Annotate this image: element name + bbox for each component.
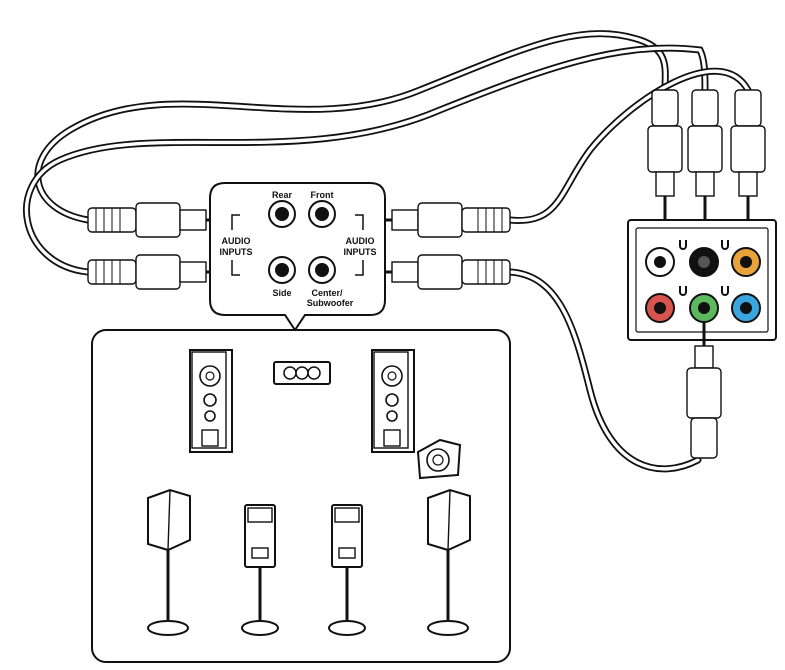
panel-plug-bottom xyxy=(686,322,722,459)
jack-rear[interactable] xyxy=(268,200,296,228)
cable-side-inner xyxy=(24,46,707,274)
panel-jack-green[interactable] xyxy=(689,293,719,323)
label-audio-inputs-left-1: AUDIO xyxy=(222,236,251,246)
subwoofer xyxy=(416,438,462,480)
panel-marks xyxy=(679,240,729,296)
rear-left-speaker xyxy=(241,504,279,636)
rear-right-speaker xyxy=(328,504,366,636)
speaker-layout-box xyxy=(91,329,511,663)
label-front: Front xyxy=(311,190,334,200)
front-left-speaker xyxy=(189,349,233,453)
jack-front[interactable] xyxy=(308,200,336,228)
rca-plug-side xyxy=(87,254,230,290)
jack-center-subwoofer[interactable] xyxy=(308,256,336,284)
panel-jack-red[interactable] xyxy=(645,293,675,323)
cable-rear-inner xyxy=(36,32,668,222)
panel-jack-white[interactable] xyxy=(645,247,675,277)
rca-plug-center-sub xyxy=(368,254,511,290)
rca-plug-rear xyxy=(87,202,230,238)
label-side: Side xyxy=(272,288,291,298)
label-center-line2: Subwoofer xyxy=(307,298,354,308)
right-plugs xyxy=(368,202,511,290)
panel-plug-3 xyxy=(730,89,766,220)
label-rear: Rear xyxy=(272,190,293,200)
cable-front-inner xyxy=(508,69,750,223)
cable-center-sub-inner xyxy=(508,270,700,471)
side-left-speaker xyxy=(147,488,191,636)
rca-plug-front xyxy=(368,202,511,238)
jack-side[interactable] xyxy=(268,256,296,284)
cables xyxy=(23,30,752,473)
center-speaker xyxy=(273,361,331,385)
left-plugs xyxy=(87,202,230,290)
label-audio-inputs-right-1: AUDIO xyxy=(346,236,375,246)
front-right-speaker xyxy=(371,349,415,453)
label-audio-inputs-right-2: INPUTS xyxy=(343,247,376,257)
panel-plug-2 xyxy=(687,89,723,220)
label-center-line1: Center/ xyxy=(311,288,343,298)
panel-jack-orange[interactable] xyxy=(731,247,761,277)
panel-jack-black[interactable] xyxy=(689,247,719,277)
label-audio-inputs-left-2: INPUTS xyxy=(219,247,252,257)
side-right-speaker xyxy=(427,488,471,636)
speaker-input-panel: Rear Front Side Center/ Subwoofer AUDIO … xyxy=(209,182,386,332)
panel-plug-1 xyxy=(647,89,683,220)
computer-audio-panel xyxy=(627,89,777,459)
panel-jack-blue[interactable] xyxy=(731,293,761,323)
